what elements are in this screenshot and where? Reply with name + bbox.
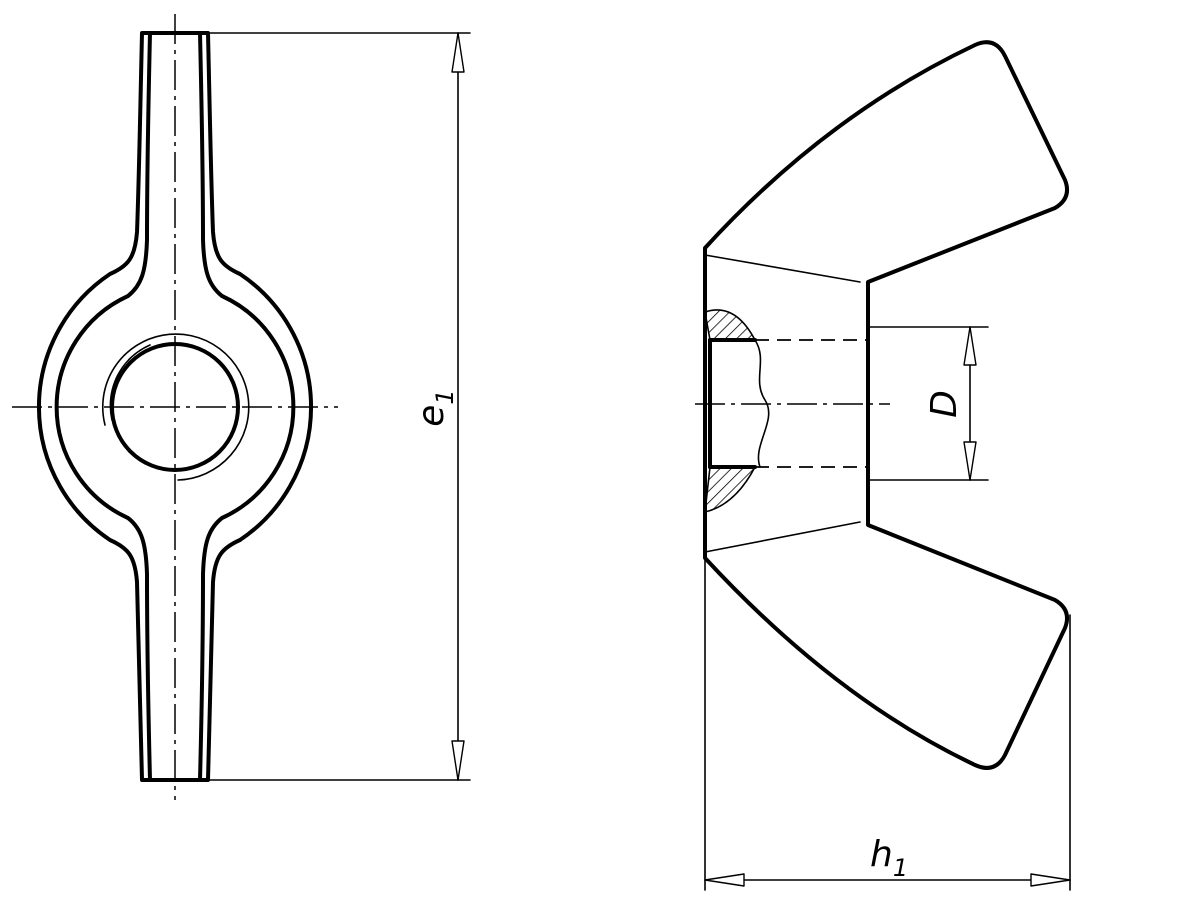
- dimension-h1: h1: [704, 559, 1071, 891]
- front-view: [12, 14, 338, 800]
- arrow-D-bottom: [963, 441, 977, 481]
- front-view-thread-arc: [102, 333, 250, 481]
- upper-wing-edge-line: [704, 254, 861, 283]
- side-section-view: [695, 40, 1069, 770]
- dimension-e1: e1: [207, 32, 471, 781]
- dimension-D: D: [867, 326, 989, 481]
- front-view-thread-arc-inner: [109, 344, 151, 421]
- dimension-label-D: D: [924, 390, 965, 418]
- dimension-label-e1: e1: [411, 389, 459, 426]
- front-view-inner-contour: [54, 31, 152, 782]
- h1-symbol: h: [870, 834, 893, 875]
- h1-subscript: 1: [893, 854, 908, 882]
- section-hatch-top: [704, 309, 757, 341]
- arrow-h1-left: [704, 873, 745, 887]
- arrow-D-top: [963, 326, 977, 366]
- break-line: [754, 339, 770, 468]
- side-view-upper-wing: [703, 40, 1069, 770]
- lower-wing-edge-line: [704, 521, 861, 553]
- arrow-h1-right: [1030, 873, 1071, 887]
- section-hatch-bottom: [704, 466, 757, 514]
- e1-symbol: e: [411, 405, 452, 427]
- e1-subscript: 1: [431, 389, 459, 404]
- dimension-label-h1: h1: [870, 834, 908, 882]
- arrow-top: [451, 32, 465, 73]
- arrow-bottom: [451, 740, 465, 781]
